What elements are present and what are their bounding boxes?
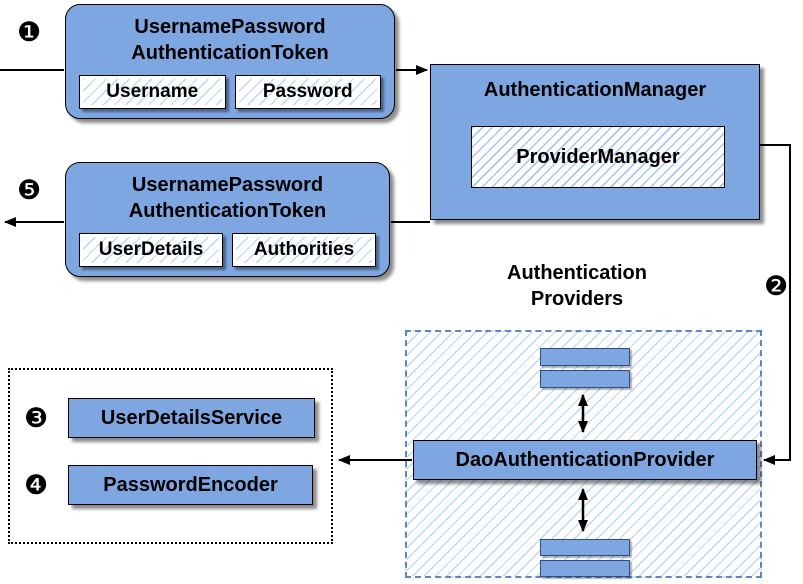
response-token-box: UsernamePassword AuthenticationToken Use… <box>65 162 390 277</box>
authentication-providers-label-line1: Authentication <box>507 262 647 284</box>
dao-authentication-provider-box: DaoAuthenticationProvider <box>413 440 757 480</box>
user-details-service-box: UserDetailsService <box>68 398 315 438</box>
request-token-title-line2: AuthenticationToken <box>131 42 329 64</box>
request-token-box: UsernamePassword AuthenticationToken Use… <box>65 4 395 119</box>
userdetails-field-box: UserDetails <box>79 233 223 267</box>
authentication-providers-label-line2: Providers <box>530 288 624 310</box>
authentication-manager-box: AuthenticationManager ProviderManager <box>430 64 760 220</box>
collaborators-container <box>8 368 333 544</box>
step-3-marker: ❸ <box>24 403 49 433</box>
connector-manager-to-dao <box>760 144 791 465</box>
response-token-title-line2: AuthenticationToken <box>128 200 327 222</box>
userdetails-field-label: UserDetails <box>83 237 219 263</box>
provider-placeholder-bar-bottom-1 <box>540 539 630 556</box>
authorities-field-box: Authorities <box>232 233 376 267</box>
step-4-marker: ❹ <box>24 470 49 500</box>
step-2-marker: ❷ <box>764 271 789 301</box>
authorities-field-label: Authorities <box>236 237 372 263</box>
authentication-providers-label: Authentication Providers <box>468 260 686 312</box>
username-field-box: Username <box>79 75 226 109</box>
password-field-label: Password <box>238 79 377 105</box>
response-token-fields: UserDetails Authorities <box>79 233 376 267</box>
password-field-box: Password <box>234 75 381 109</box>
authentication-manager-title: AuthenticationManager <box>483 79 707 101</box>
provider-placeholder-bar-top-2 <box>540 370 630 388</box>
provider-manager-box: ProviderManager <box>471 126 725 188</box>
response-token-title: UsernamePassword AuthenticationToken <box>66 163 389 224</box>
request-token-title: UsernamePassword AuthenticationToken <box>66 5 394 66</box>
response-token-title-line1: UsernamePassword <box>131 174 324 196</box>
step-1-marker: ❶ <box>17 17 42 47</box>
provider-placeholder-bar-bottom-2 <box>540 560 630 577</box>
request-token-title-line1: UsernamePassword <box>134 16 326 38</box>
provider-placeholder-bar-top-1 <box>540 348 630 366</box>
username-field-label: Username <box>83 79 222 105</box>
step-5-marker: ❺ <box>17 175 42 205</box>
password-encoder-box: PasswordEncoder <box>68 465 313 505</box>
request-token-fields: Username Password <box>79 75 381 109</box>
